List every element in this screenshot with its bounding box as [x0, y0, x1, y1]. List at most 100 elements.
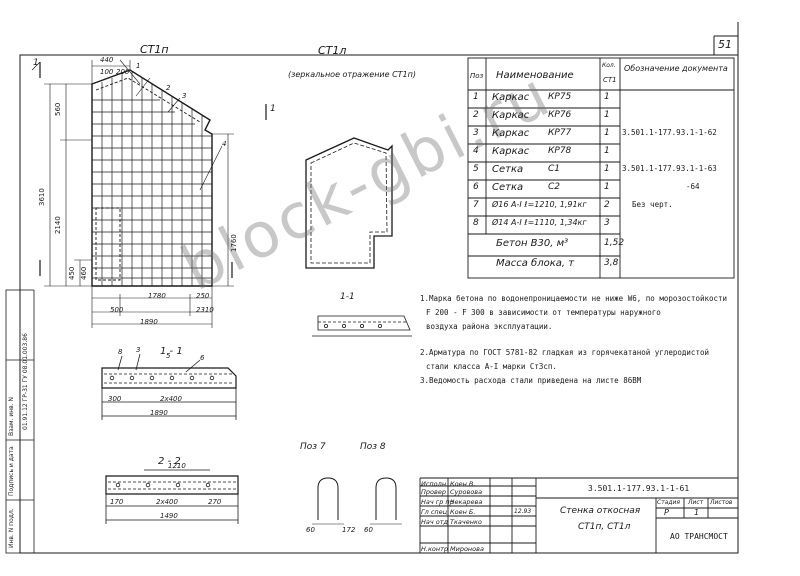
note-2b: стали класса А-I марки Ст3сп. [426, 362, 557, 371]
side-stamp [5, 289, 35, 554]
stamp-inv-dup: Взам. инв. N [8, 397, 15, 436]
th-pos: Поз [470, 72, 484, 80]
spec-row-mark: С1 [548, 164, 561, 174]
marker-2: 2 [166, 84, 171, 92]
spec-row-qty: 1 [604, 128, 610, 138]
th-qty-bottom: СТ1 [603, 76, 617, 84]
spec-row-pos: 8 [473, 218, 479, 228]
spec-row-qty: 3,8 [604, 258, 619, 268]
ct1l-elevation [305, 137, 393, 269]
spec-row-qty: 1 [604, 92, 610, 102]
spec-row-qty: 1 [604, 146, 610, 156]
s22-dim-2x400: 2x400 [156, 498, 178, 506]
ct1p-title: СТ1п [140, 43, 169, 56]
signer-name: Чекарева [450, 498, 483, 506]
spec-row-qty: 3 [604, 218, 610, 228]
marker-1: 1 [136, 62, 141, 70]
spec-row-qty: 1 [604, 110, 610, 120]
dim-1780: 1780 [148, 292, 166, 300]
note-3: 3.Ведомость расхода стали приведена на л… [420, 376, 642, 385]
signer-name: Коен Б. [450, 508, 476, 516]
signer-role: Нач гр пр [421, 498, 454, 506]
dim-440: 440 [100, 56, 114, 64]
spec-row-doc: Без черт. [632, 200, 673, 209]
note-1a: 1.Марка бетона по водонепроницаемости не… [420, 294, 728, 303]
signer-name: Суровова [450, 488, 483, 496]
dim-2140: 2140 [54, 216, 62, 234]
spec-row-doc: 3.501.1-177.93.1-1-63 [622, 164, 717, 173]
spec-row-mark: КР75 [548, 92, 572, 102]
poz-8-title: Поз 8 [360, 442, 386, 452]
spec-row-name: Каркас [492, 128, 530, 139]
spec-row-name: Бетон В30, м³ [496, 238, 569, 249]
poz7-dim-172: 172 [342, 526, 356, 534]
spec-row-pos: 4 [473, 146, 479, 156]
signer-role: Исполн [421, 480, 447, 488]
stamp-inv: Инв. N подл. [8, 508, 15, 548]
spec-table-grid [467, 57, 735, 279]
poz8-dim-60: 60 [364, 526, 373, 534]
signer-name: Ткаченко [450, 518, 482, 526]
poz-7-title: Поз 7 [300, 442, 326, 452]
spec-row-pos: 2 [473, 110, 479, 120]
signer-name: Коен В. [450, 480, 476, 488]
th-qty-top: Кол. [602, 62, 616, 69]
dim-560: 560 [54, 102, 62, 116]
ct1l-subtitle: (зеркальное отражение СТ1п) [288, 70, 416, 79]
dim-500: 500 [110, 306, 124, 314]
s11-marker-6: 6 [200, 354, 205, 362]
th-name: Наименование [496, 70, 574, 81]
s11-dim-1890: 1890 [150, 409, 168, 417]
stage-value: Р [664, 508, 669, 517]
signer-role: Нач отд [421, 518, 449, 526]
cut-mark-right: 1 [270, 104, 276, 114]
spec-row-name: Ø14 А-I ℓ=1110, 1,34кг [492, 218, 587, 227]
poz-7-shape [312, 477, 344, 525]
title-block-grid [419, 477, 738, 553]
spec-row-qty: 2 [604, 200, 610, 210]
spec-row-pos: 5 [473, 164, 479, 174]
spec-row-mark: КР76 [548, 110, 572, 120]
stage-label: Стадия [657, 499, 681, 506]
section-1-1-small-title: 1-1 [340, 292, 355, 302]
sheets-label: Листов [710, 499, 733, 506]
section-1-1-title: 1 - 1 [160, 346, 183, 357]
s11-marker-3: 3 [136, 346, 141, 354]
spec-row-pos: 7 [473, 200, 479, 210]
sheet-number: 51 [718, 38, 732, 51]
note-2a: 2.Арматура по ГОСТ 5781-82 гладкая из го… [420, 348, 709, 357]
spec-row-doc: -64 [686, 182, 700, 191]
dim-100: 100 [100, 68, 114, 76]
spec-row-mark: С2 [548, 182, 561, 192]
s11-dim-2x400: 2x400 [160, 395, 182, 403]
s22-dim-170: 170 [110, 498, 124, 506]
poz7-dim-60: 60 [306, 526, 315, 534]
spec-row-pos: 1 [473, 92, 479, 102]
ct1p-elevation [31, 59, 267, 328]
spec-row-qty: 1 [604, 164, 610, 174]
spec-row-name: Каркас [492, 110, 530, 121]
section-1-1-small [312, 315, 412, 337]
dim-250: 250 [196, 292, 210, 300]
dim-1890: 1890 [140, 318, 158, 326]
signer-name: Миронова [450, 545, 484, 553]
spec-row-name: Ø16 А-I ℓ=1210, 1,91кг [492, 200, 587, 209]
s22-dim-270: 270 [208, 498, 222, 506]
spec-row-name: Масса блока, т [496, 258, 575, 269]
dim-460: 460 [80, 266, 88, 280]
title-date: 12.93 [514, 508, 532, 515]
signer-role: Гл спец [421, 508, 448, 516]
marker-3: 3 [182, 92, 187, 100]
s11-marker-8: 8 [118, 348, 123, 356]
spec-row-mark: КР78 [548, 146, 572, 156]
section-1-1 [101, 353, 237, 420]
dim-1760: 1760 [230, 234, 238, 252]
drawing-title-2: СТ1п, СТ1л [578, 522, 631, 532]
spec-row-qty: 1 [604, 182, 610, 192]
note-1c: воздуха района эксплуатации. [426, 322, 553, 331]
poz-8-shape [370, 477, 402, 525]
organization: АО ТРАНСМОСТ [670, 532, 728, 541]
stamp-sign: Подпись и дата [8, 446, 15, 496]
sheet-label: Лист [688, 499, 704, 506]
